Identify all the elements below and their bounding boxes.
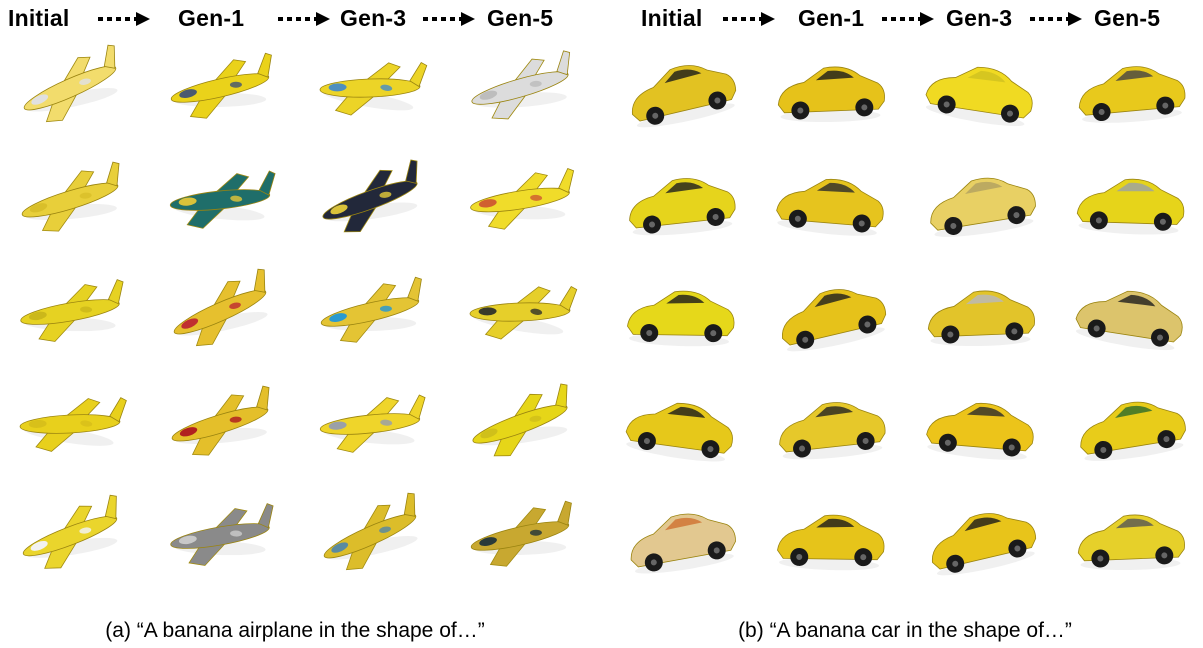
render-car (760, 38, 900, 138)
render-car (910, 374, 1050, 474)
render-car (1060, 38, 1200, 138)
render-airplane (450, 374, 590, 474)
render-car (760, 374, 900, 474)
render-grid (610, 38, 1200, 598)
render-airplane (150, 374, 290, 474)
render-car (1060, 262, 1200, 362)
panel-car: Initial Gen-1 Gen-3 Gen-5 (b) “A banana … (610, 0, 1200, 648)
render-airplane (0, 486, 140, 586)
gen-label-initial: Initial (8, 5, 70, 31)
render-airplane (300, 38, 440, 138)
render-car (910, 262, 1050, 362)
render-airplane (300, 262, 440, 362)
render-airplane (450, 262, 590, 362)
render-car (910, 150, 1050, 250)
gen-label-gen5: Gen-5 (1094, 5, 1161, 31)
gen-label-gen1: Gen-1 (178, 5, 245, 31)
panel-airplane: Initial Gen-1 Gen-3 Gen-5 (a) “A banana … (0, 0, 590, 648)
generation-header: Initial Gen-1 Gen-3 Gen-5 (610, 4, 1200, 32)
render-airplane (150, 150, 290, 250)
render-car (910, 486, 1050, 586)
render-airplane (0, 374, 140, 474)
render-airplane (300, 150, 440, 250)
gen-label-gen3: Gen-3 (946, 5, 1013, 31)
arrow-icon (98, 12, 150, 26)
arrow-icon (423, 12, 475, 26)
arrow-icon (882, 12, 934, 26)
arrow-icon (278, 12, 330, 26)
render-car (1060, 150, 1200, 250)
generation-header: Initial Gen-1 Gen-3 Gen-5 (0, 4, 590, 32)
render-car (760, 150, 900, 250)
render-airplane (300, 374, 440, 474)
render-car (760, 262, 900, 362)
gen-label-gen1: Gen-1 (798, 5, 865, 31)
render-grid (0, 38, 590, 598)
render-airplane (0, 38, 140, 138)
render-car (760, 486, 900, 586)
render-airplane (150, 262, 290, 362)
render-car (610, 262, 750, 362)
gen-label-gen3: Gen-3 (340, 5, 407, 31)
gen-label-initial: Initial (641, 5, 703, 31)
render-car (610, 486, 750, 586)
render-airplane (300, 486, 440, 586)
panel-caption: (b) “A banana car in the shape of…” (738, 619, 1072, 642)
render-car (1060, 486, 1200, 586)
render-airplane (450, 486, 590, 586)
render-car (610, 38, 750, 138)
render-airplane (150, 38, 290, 138)
arrow-icon (723, 12, 775, 26)
render-car (1060, 374, 1200, 474)
render-airplane (450, 150, 590, 250)
render-car (610, 374, 750, 474)
render-airplane (0, 150, 140, 250)
render-car (610, 150, 750, 250)
render-airplane (150, 486, 290, 586)
panel-caption: (a) “A banana airplane in the shape of…” (105, 619, 485, 642)
gen-label-gen5: Gen-5 (487, 5, 554, 31)
render-airplane (0, 262, 140, 362)
render-airplane (450, 38, 590, 138)
arrow-icon (1030, 12, 1082, 26)
render-car (910, 38, 1050, 138)
